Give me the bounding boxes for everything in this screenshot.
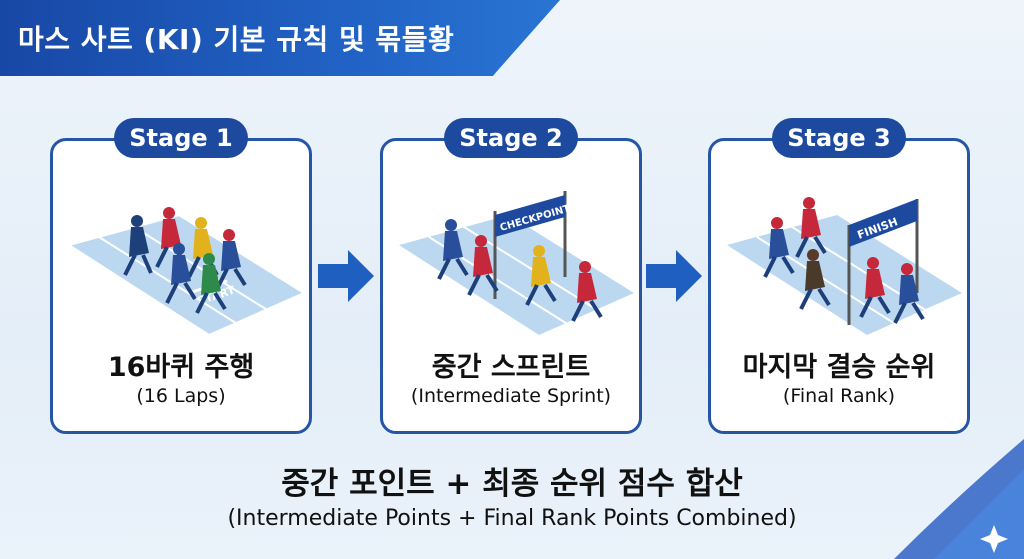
stage-3-badge: Stage 3 [772, 118, 906, 158]
stage-2-card: CHECKPOINT 중간 스프린트 (Intermediate Sprint) [380, 138, 642, 434]
stage-1-badge: Stage 1 [114, 118, 248, 158]
stage-2-illustration: CHECKPOINT [389, 175, 635, 341]
arrow-right-icon [646, 248, 704, 304]
arrow-right-icon [318, 248, 376, 304]
page-title: 마스 사트 (KI) 기본 규칙 및 몪들황 [18, 18, 454, 58]
stage-3-illustration: FINISH [717, 175, 963, 341]
stage-3-title: 마지막 결승 순위 [711, 345, 967, 384]
stage-1-subtitle: (16 Laps) [53, 385, 309, 407]
stage-1-illustration: START [59, 175, 305, 341]
stage-1-card: START 16바퀴 주행 (16 Laps) [50, 138, 312, 434]
stage-2-title: 중간 스프린트 [383, 345, 639, 384]
stage-3-subtitle: (Final Rank) [711, 385, 967, 407]
stage-2-subtitle: (Intermediate Sprint) [383, 385, 639, 407]
summary-subtitle: (Intermediate Points + Final Rank Points… [0, 506, 1024, 531]
corner-decoration [894, 419, 1024, 559]
stage-2-badge: Stage 2 [444, 118, 578, 158]
stage-3-card: FINISH 마지막 결승 순위 (Final Rank) [708, 138, 970, 434]
summary-title: 중간 포인트 + 최종 순위 점수 합산 [0, 458, 1024, 503]
stage-1-title: 16바퀴 주행 [53, 345, 309, 384]
